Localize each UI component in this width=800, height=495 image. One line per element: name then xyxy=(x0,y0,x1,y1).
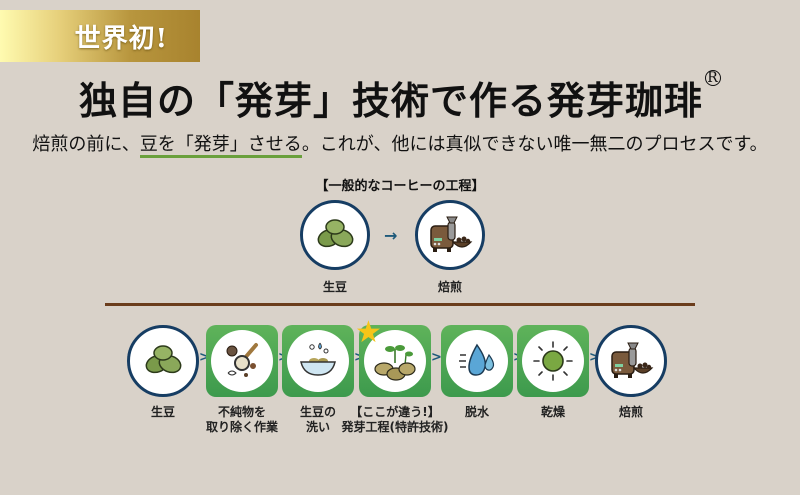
subtitle-before: 焙煎の前に、 xyxy=(32,134,140,155)
process-step-label: 乾燥 xyxy=(513,405,593,420)
general-process-heading: 【一般的なコーヒーの工程】 xyxy=(315,179,485,194)
process-step-dehydration xyxy=(441,325,513,397)
general-step-roasting xyxy=(415,200,485,270)
process-step-impurity-removal xyxy=(206,325,278,397)
chevron-right-icon: > xyxy=(199,350,210,365)
process-step-germination xyxy=(359,325,431,397)
label-line: 焙煎 xyxy=(618,405,643,419)
world-first-badge: 世界初! xyxy=(0,10,200,62)
label-line: 【ここが違う!】 xyxy=(350,405,440,419)
subtitle: 焙煎の前に、豆を「発芽」させる。これが、他には真似できない唯一無二のプロセスです… xyxy=(0,130,800,158)
process-step-label: 不純物を 取り除く作業 xyxy=(197,405,287,435)
chevron-right-icon: > xyxy=(431,350,442,365)
process-step-label: 【ここが違う!】 発芽工程(特許技術) xyxy=(335,405,455,435)
label-line: 生豆の xyxy=(299,405,336,419)
label-line: 取り除く作業 xyxy=(205,420,278,434)
sun-icon xyxy=(533,341,573,381)
green-coffee-beans-icon xyxy=(317,219,354,248)
arrow-icon: → xyxy=(384,226,398,245)
process-step-washing xyxy=(282,325,354,397)
process-step-green-beans xyxy=(127,325,199,397)
process-step-roasting xyxy=(595,325,667,397)
subtitle-after: 。これが、他には真似できない唯一無二のプロセスです。 xyxy=(301,134,768,155)
page-title-text: 独自の「発芽」技術で作る発芽珈琲 xyxy=(78,78,703,123)
registered-mark: R xyxy=(705,70,721,86)
water-drops-icon xyxy=(459,343,495,376)
process-step-label: 生豆 xyxy=(123,405,203,420)
label-line: 発芽工程(特許技術) xyxy=(341,420,449,434)
chevron-right-icon: > xyxy=(589,350,600,365)
coffee-roaster-icon xyxy=(430,216,473,252)
coffee-roaster-icon xyxy=(611,342,654,378)
process-step-label: 焙煎 xyxy=(591,405,671,420)
washing-bowl-icon xyxy=(300,342,336,376)
label-line: 脱水 xyxy=(464,405,489,419)
sprouting-beans-icon xyxy=(374,345,416,381)
label-line: 不純物を xyxy=(217,405,266,419)
label-line: 生豆 xyxy=(150,405,175,419)
star-icon: ★ xyxy=(355,315,382,350)
subtitle-highlight: 豆を「発芽」させる xyxy=(139,134,302,158)
label-line: 洗い xyxy=(305,420,330,434)
general-step-label: 焙煎 xyxy=(437,280,462,294)
label-line: 乾燥 xyxy=(540,405,565,419)
process-step-label: 生豆の 洗い xyxy=(278,405,358,435)
process-step-label: 脱水 xyxy=(437,405,517,420)
general-step-green-beans xyxy=(300,200,370,270)
badge-label: 世界初! xyxy=(74,23,168,54)
sieve-scoop-icon xyxy=(226,343,258,377)
general-step-label: 生豆 xyxy=(322,280,347,294)
process-step-drying xyxy=(517,325,589,397)
green-coffee-beans-icon xyxy=(145,345,182,374)
section-divider xyxy=(105,303,695,306)
